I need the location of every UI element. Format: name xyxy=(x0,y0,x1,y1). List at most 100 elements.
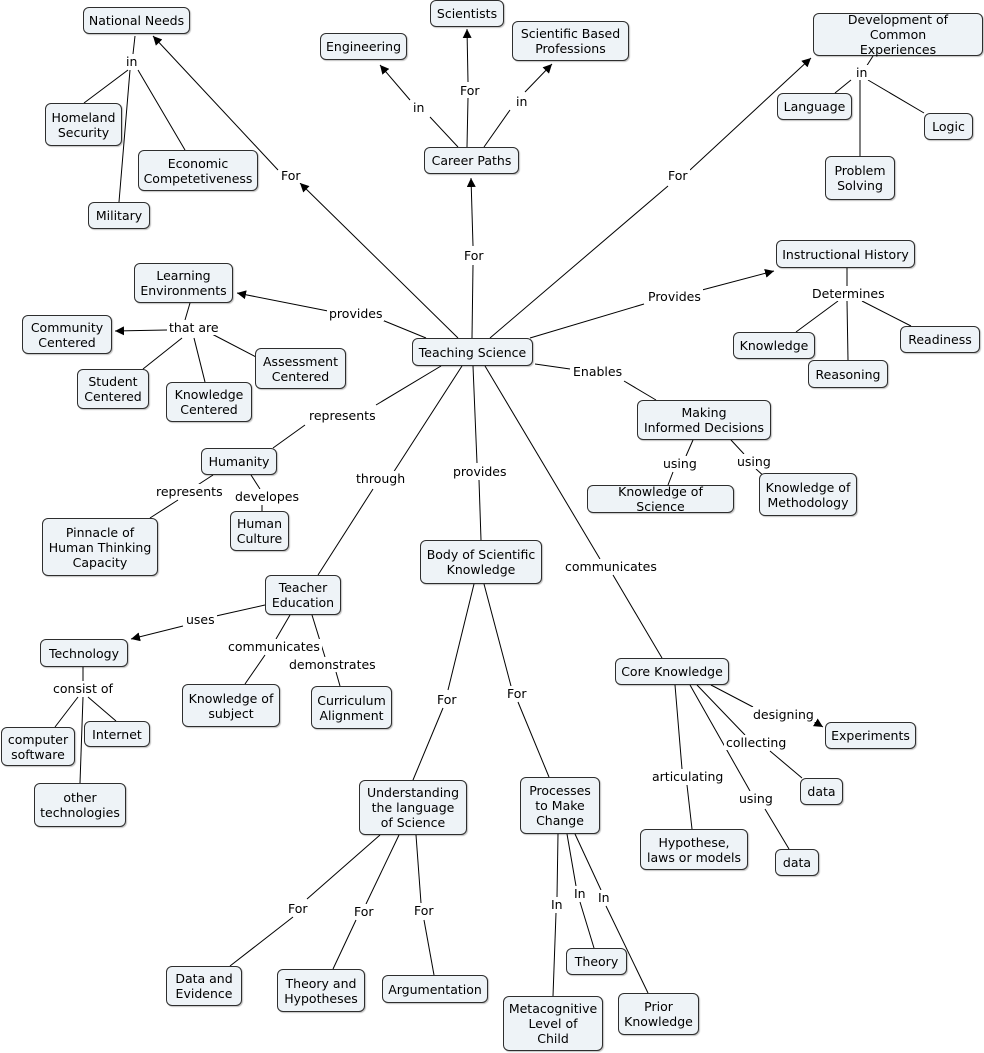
connector-line-national-5 xyxy=(152,35,279,171)
node-engineering[interactable]: Engineering xyxy=(320,33,407,60)
node-making-informed-decisions[interactable]: Making Informed Decisions xyxy=(637,400,771,440)
link-label-developes: developes xyxy=(233,489,301,504)
node-teaching-science[interactable]: Teaching Science xyxy=(412,338,533,366)
node-student-centered[interactable]: Student Centered xyxy=(77,369,149,409)
connector-line-teacher-47 xyxy=(215,604,266,617)
connector-line-body-57 xyxy=(472,365,478,464)
node-experiments[interactable]: Experiments xyxy=(825,722,916,749)
link-label-for-processes: For xyxy=(505,686,529,701)
node-national-needs[interactable]: National Needs xyxy=(83,7,190,34)
link-label-articulating: articulating xyxy=(650,769,726,784)
connector-line-humanity-43 xyxy=(250,474,261,490)
node-human-culture[interactable]: Human Culture xyxy=(230,511,289,551)
node-data-and-evidence[interactable]: Data and Evidence xyxy=(166,966,242,1006)
connector-line-learning-22 xyxy=(184,302,191,321)
connector-line-teacher-55 xyxy=(311,614,326,658)
node-knowledge-of-methodology[interactable]: Knowledge of Methodology xyxy=(759,473,857,516)
connector-line-history-31 xyxy=(846,300,849,361)
connector-line-teacher-50 xyxy=(54,696,79,728)
connector-line-teacher-54 xyxy=(244,654,266,685)
link-label-consist-of: consist of xyxy=(51,681,115,696)
node-pinnacle[interactable]: Pinnacle of Human Thinking Capacity xyxy=(42,518,158,576)
node-computer-software[interactable]: computer software xyxy=(1,727,75,766)
node-data-collecting[interactable]: data xyxy=(800,778,843,805)
node-common-experiences[interactable]: Development of Common Experiences xyxy=(813,12,983,57)
node-body-of-knowledge[interactable]: Body of Scientific Knowledge xyxy=(420,540,542,584)
node-instructional-history[interactable]: Instructional History xyxy=(776,240,915,268)
node-curriculum-alignment[interactable]: Curriculum Alignment xyxy=(311,686,392,729)
node-knowledge-centered[interactable]: Knowledge Centered xyxy=(166,382,252,422)
node-community-centered[interactable]: Community Centered xyxy=(22,315,112,354)
node-scientists[interactable]: Scientists xyxy=(430,0,504,27)
connector-line-common-18 xyxy=(867,79,925,114)
link-label-using-methodology: using xyxy=(735,454,773,469)
connector-line-body-71 xyxy=(566,833,577,887)
link-label-communicates-subject: communicates xyxy=(226,639,322,654)
node-argumentation[interactable]: Argumentation xyxy=(382,975,488,1003)
node-military[interactable]: Military xyxy=(88,202,150,229)
node-knowledge[interactable]: Knowledge xyxy=(733,332,815,359)
connector-line-learning-26 xyxy=(209,332,257,358)
link-label-in-prior: In xyxy=(596,890,612,905)
connector-line-body-59 xyxy=(447,583,475,691)
connector-line-common-17 xyxy=(834,79,852,94)
node-knowledge-of-subject[interactable]: Knowledge of subject xyxy=(182,684,280,727)
node-economic-competetiveness[interactable]: Economic Competetiveness xyxy=(138,150,258,191)
connector-line-decisions-34 xyxy=(623,380,657,401)
connector-line-teacher-48 xyxy=(130,625,184,642)
link-label-in-professions: in xyxy=(514,94,530,109)
link-label-for-scientists: For xyxy=(458,83,482,98)
link-label-represents-pinnacle: represents xyxy=(154,484,225,499)
node-homeland-security[interactable]: Homeland Security xyxy=(45,103,122,146)
node-theory[interactable]: Theory xyxy=(566,948,627,975)
node-teacher-education[interactable]: Teacher Education xyxy=(265,575,341,615)
connector-line-core-79 xyxy=(696,684,746,736)
link-label-for-understanding: For xyxy=(435,692,459,707)
connector-line-body-72 xyxy=(579,901,595,949)
connector-line-body-68 xyxy=(423,919,435,976)
node-theory-and-hypotheses[interactable]: Theory and Hypotheses xyxy=(277,969,365,1012)
link-label-in-engineering: in xyxy=(411,100,427,115)
link-label-for-argumentation: For xyxy=(412,903,436,918)
connector-line-national-0 xyxy=(132,35,136,55)
connector-line-national-1 xyxy=(83,69,129,104)
connector-line-teacher-46 xyxy=(317,488,374,576)
connector-line-body-60 xyxy=(412,707,444,781)
connector-line-humanity-39 xyxy=(375,365,442,406)
node-career-paths[interactable]: Career Paths xyxy=(424,147,519,174)
connector-line-common-15 xyxy=(689,57,812,171)
node-problem-solving[interactable]: Problem Solving xyxy=(825,156,895,200)
connector-line-teacher-56 xyxy=(335,671,341,687)
node-assessment-centered[interactable]: Assessment Centered xyxy=(255,348,346,389)
connector-line-teacher-51 xyxy=(87,696,117,722)
connector-line-body-63 xyxy=(306,834,381,900)
connector-line-learning-24 xyxy=(142,337,183,370)
node-core-knowledge[interactable]: Core Knowledge xyxy=(615,658,729,685)
node-knowledge-of-science[interactable]: Knowledge of Science xyxy=(587,484,734,514)
connector-line-body-64 xyxy=(229,916,294,967)
node-prior-knowledge[interactable]: Prior Knowledge xyxy=(618,993,699,1035)
node-readiness[interactable]: Readiness xyxy=(900,326,980,353)
node-hypothese[interactable]: Hypothese, laws or models xyxy=(640,829,748,870)
node-internet[interactable]: Internet xyxy=(84,721,150,747)
node-logic[interactable]: Logic xyxy=(924,113,973,140)
node-data-using[interactable]: data xyxy=(775,849,819,876)
connector-line-decisions-36 xyxy=(667,471,674,486)
node-other-technologies[interactable]: other technologies xyxy=(34,783,126,827)
connector-line-humanity-40 xyxy=(272,424,306,449)
link-label-for-data-evidence: For xyxy=(286,901,310,916)
connector-line-core-80 xyxy=(769,750,803,779)
node-language[interactable]: Language xyxy=(777,93,852,120)
node-technology[interactable]: Technology xyxy=(40,639,128,667)
node-metacognitive[interactable]: Metacognitive Level of Child xyxy=(503,996,603,1051)
link-label-through: through xyxy=(354,471,408,486)
node-learning-environments[interactable]: Learning Environments xyxy=(134,263,233,303)
connector-line-career-6 xyxy=(471,264,474,339)
node-processes-to-make-change[interactable]: Processes to Make Change xyxy=(520,777,600,834)
connector-line-decisions-33 xyxy=(534,363,571,370)
node-reasoning[interactable]: Reasoning xyxy=(808,360,888,388)
node-scientific-based-professions[interactable]: Scientific Based Professions xyxy=(512,21,629,61)
node-humanity[interactable]: Humanity xyxy=(201,448,277,475)
node-understanding-language[interactable]: Understanding the language of Science xyxy=(359,780,467,835)
